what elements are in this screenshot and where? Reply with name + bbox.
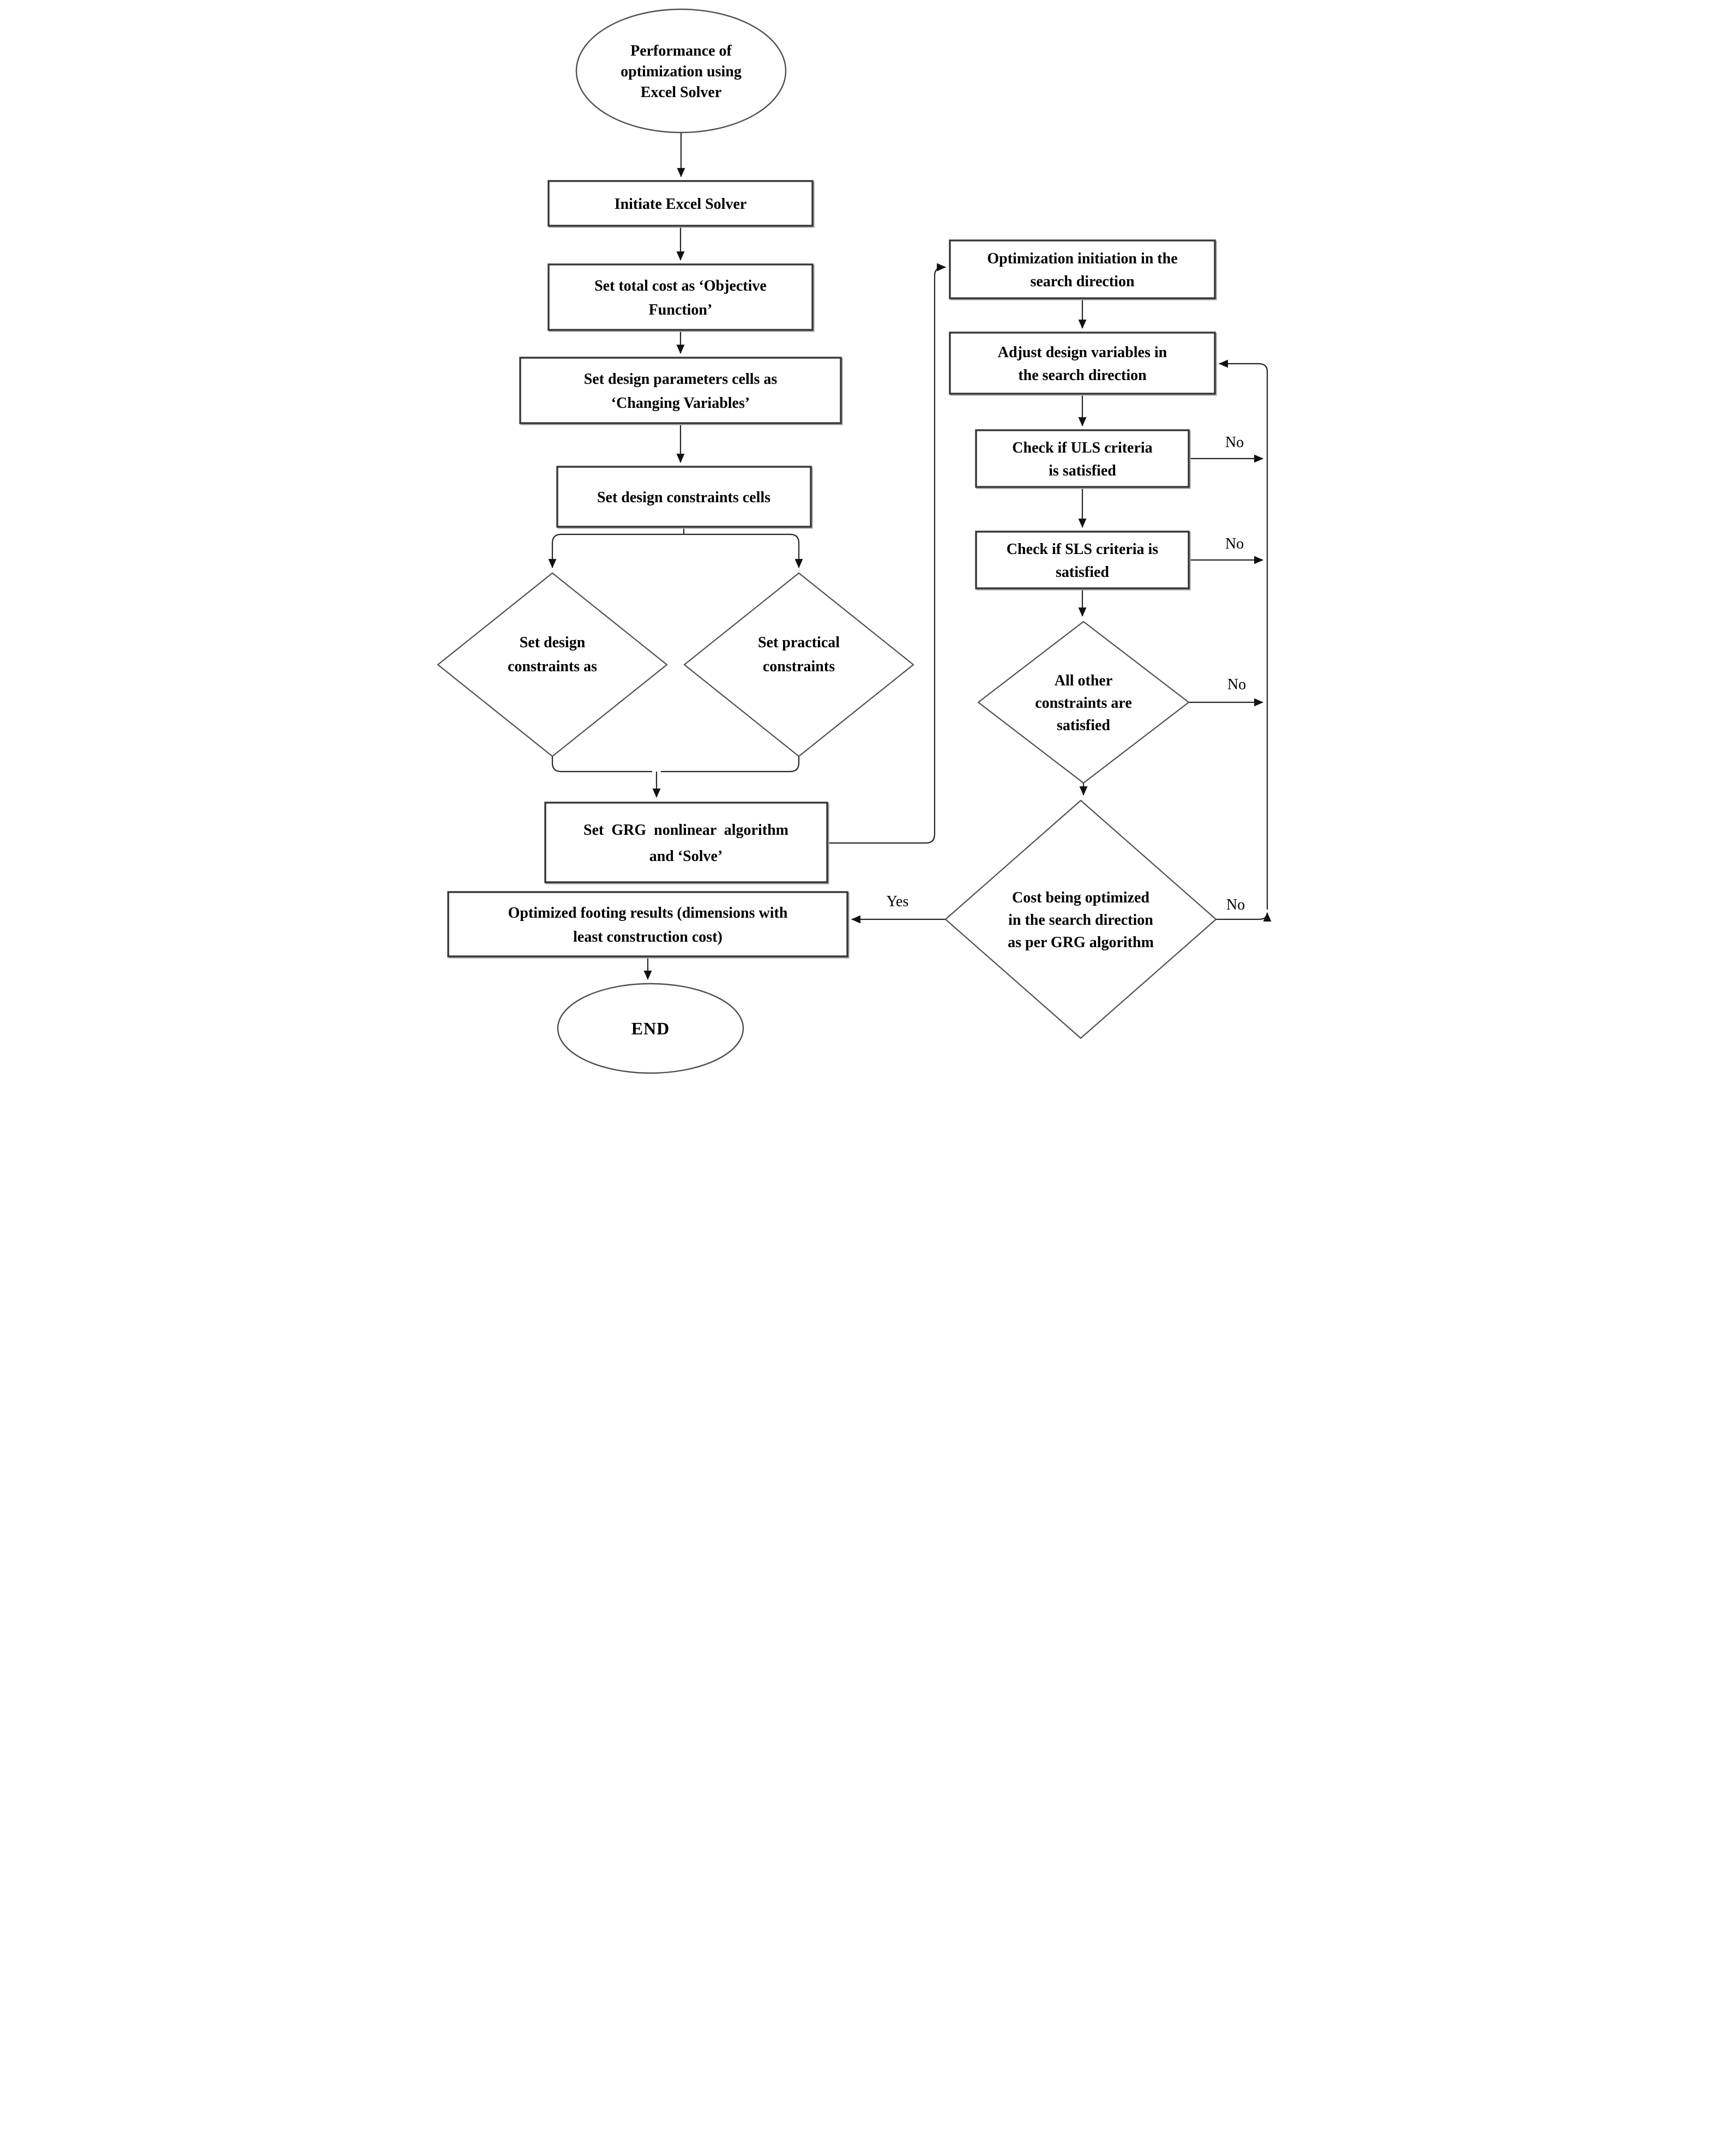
opt-initiation-box-shape [949,239,1216,299]
node-practical-constraints: Set practical constraints [683,572,914,757]
end-ellipse-shape [557,983,744,1074]
check-sls-text-line-2: satisfied [1056,564,1109,581]
edge-merge-right [661,756,800,773]
cost-optimized-diamond-shape [944,799,1217,1039]
label-no-sls: No [1225,535,1244,552]
adjust-variables-text-line-1: Adjust design variables in [998,344,1167,361]
initiate-box-shape [547,180,814,227]
grg-solve-text-line-1: Set GRG nonlinear algorithm [583,822,788,839]
adjust-variables-text-line-2: the search direction [1018,367,1147,384]
start-text-line-2: optimization using [621,63,742,80]
edge-cost-no [1216,912,1272,922]
flowchart-page: Performance of optimization using Excel … [428,0,1282,1078]
objective-text-line-1: Set total cost as ‘Objective [594,278,767,294]
node-start: Performance of optimization using Excel … [575,8,787,134]
parameters-text-line-1: Set design parameters cells as [584,371,778,388]
cost-optimized-text-line-1: Cost being optimized [1012,889,1149,906]
start-text-line-3: Excel Solver [641,84,722,101]
node-cost-optimized: Cost being optimized in the search direc… [944,799,1217,1039]
node-all-constraints: All other constraints are satisfied [977,621,1190,784]
check-sls-box-shape [975,531,1190,589]
node-adjust-variables: Adjust design variables in the search di… [949,332,1216,395]
node-grg-solve: Set GRG nonlinear algorithm and ‘Solve’ [544,802,828,883]
node-opt-initiation: Optimization initiation in the search di… [949,239,1216,299]
label-yes-cost: Yes [887,893,909,910]
practical-constraints-diamond-shape [683,572,914,757]
label-no-all-constraints: No [1227,676,1246,693]
all-constraints-text-line-3: satisfied [1057,717,1110,734]
node-check-uls: Check if ULS criteria is satisfied [975,429,1190,488]
cost-optimized-text-line-3: as per GRG algorithm [1008,934,1154,951]
parameters-box-shape [519,357,842,424]
start-text-line-1: Performance of [630,43,732,59]
results-text-line-2: least construction cost) [573,929,722,945]
constraint-cells-text-line-1: Set design constraints cells [597,489,770,506]
node-end: END [557,983,744,1074]
node-initiate: Initiate Excel Solver [547,180,814,227]
all-constraints-text-line-2: constraints are [1035,695,1132,712]
edge-labels: No No No No Yes [887,434,1246,913]
results-box-shape [447,891,848,957]
node-results: Optimized footing results (dimensions wi… [447,891,848,957]
design-constraints-diamond-shape [437,572,668,757]
node-design-constraints: Set design constraints as [437,572,668,757]
design-constraints-text-line-2: constraints as [508,658,597,675]
node-check-sls: Check if SLS criteria is satisfied [975,531,1190,589]
check-sls-text-line-1: Check if SLS criteria is [1007,541,1159,558]
parameters-text-line-2: ‘Changing Variables’ [611,395,750,412]
cost-optimized-text-line-2: in the search direction [1008,912,1153,929]
label-no-cost: No [1226,896,1245,913]
opt-initiation-text-line-1: Optimization initiation in the [987,250,1177,267]
edges [548,133,1272,980]
practical-constraints-text-line-1: Set practical [758,634,840,651]
edge-grg-to-opt-initiation [827,263,947,844]
constraint-cells-box-shape [556,466,812,528]
all-constraints-text-line-1: All other [1055,672,1113,689]
check-uls-text-line-1: Check if ULS criteria [1012,439,1152,456]
edge-split-left [548,533,684,569]
all-constraints-diamond-shape [977,621,1190,784]
edge-return-loop-to-adjust [1218,359,1268,910]
objective-text-line-2: Function’ [649,302,713,318]
node-objective: Set total cost as ‘Objective Function’ [547,263,814,331]
flowchart-svg: Performance of optimization using Excel … [437,8,1272,1074]
label-no-uls: No [1225,434,1244,451]
start-ellipse-shape [575,8,787,134]
practical-constraints-text-line-2: constraints [763,658,835,675]
check-uls-text-line-2: is satisfied [1049,462,1116,479]
grg-solve-text-line-2: and ‘Solve’ [649,848,723,865]
opt-initiation-text-line-2: search direction [1030,273,1134,290]
node-constraint-cells: Set design constraints cells [556,466,812,528]
edge-split-right [684,533,803,569]
edge-merge-left [551,756,652,773]
objective-box-shape [547,263,814,331]
end-text-line-1: END [631,1019,670,1038]
results-text-line-1: Optimized footing results (dimensions wi… [508,905,788,922]
initiate-text-line-1: Initiate Excel Solver [615,196,747,213]
design-constraints-text-line-1: Set design [520,634,586,651]
node-parameters: Set design parameters cells as ‘Changing… [519,357,842,424]
grg-solve-box-shape [544,802,828,883]
adjust-variables-box-shape [949,332,1216,395]
check-uls-box-shape [975,429,1190,488]
